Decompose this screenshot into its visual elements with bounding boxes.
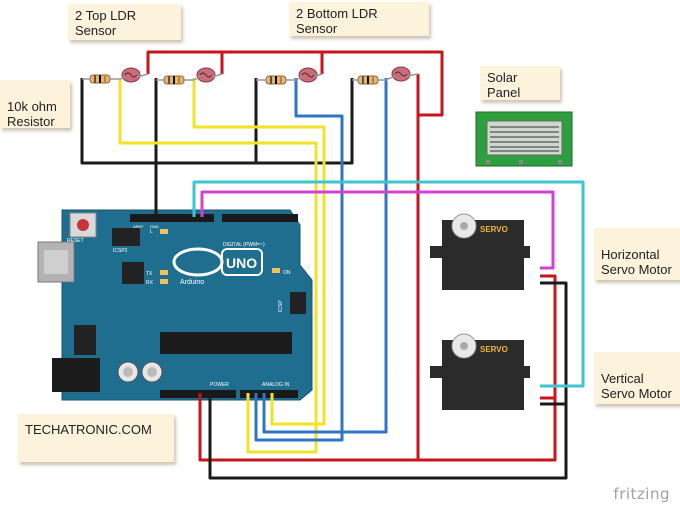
vertical-servo-note: Vertical Servo Motor bbox=[594, 352, 680, 404]
top-ldr-label: 2 Top LDR Sensor bbox=[75, 8, 137, 38]
resistor-4 bbox=[352, 75, 386, 85]
ldr-4 bbox=[385, 66, 419, 82]
vertical-servo: SERVO bbox=[430, 333, 530, 410]
black-wire-gnd-rail bbox=[80, 78, 354, 165]
ldr-3 bbox=[295, 67, 323, 83]
l-label: L bbox=[150, 229, 153, 235]
on-label: ON bbox=[283, 270, 291, 276]
reset-label: RESET bbox=[67, 238, 84, 244]
red-wire-board-5v bbox=[198, 393, 418, 462]
resistor-1 bbox=[82, 74, 120, 84]
horizontal-servo-label: Horizontal Servo Motor bbox=[601, 247, 672, 277]
arduino-brand-text: Arduino bbox=[180, 279, 204, 286]
fritzing-watermark: fritzing bbox=[613, 485, 670, 503]
resistor-3 bbox=[256, 75, 296, 85]
uno-logo-text: UNO bbox=[226, 255, 257, 271]
solar-panel-label: Solar Panel bbox=[487, 70, 521, 100]
solar-panel bbox=[475, 111, 573, 167]
resistor-note: 10k ohm Resistor bbox=[0, 80, 70, 129]
ldr-2 bbox=[193, 67, 223, 83]
digital-label: DIGITAL (PWM=~) bbox=[223, 242, 265, 248]
blue-wire-ldr-3 bbox=[254, 78, 344, 442]
ldr-1 bbox=[119, 67, 149, 83]
blue-wire-ldr-4 bbox=[262, 78, 388, 434]
yellow-wire-ldr-1 bbox=[118, 78, 318, 454]
icsp-label: ICSP bbox=[278, 300, 284, 312]
yellow-wire-ldr-2 bbox=[192, 78, 326, 426]
resistor-2 bbox=[156, 75, 194, 85]
top-ldr-note: 2 Top LDR Sensor bbox=[68, 4, 181, 40]
power-label: POWER bbox=[210, 382, 229, 388]
horizontal-servo-note: Horizontal Servo Motor bbox=[594, 228, 680, 280]
arduino-uno-board: RESET ICSP2 UNO Arduino DIGITAL (PWM=~) … bbox=[37, 209, 313, 401]
site-label: TECHATRONIC.COM bbox=[25, 422, 152, 437]
analog-label: ANALOG IN bbox=[262, 382, 290, 388]
horizontal-servo-brand: SERVO bbox=[480, 225, 508, 234]
resistor-label: 10k ohm Resistor bbox=[7, 99, 57, 129]
vertical-servo-label: Vertical Servo Motor bbox=[601, 371, 672, 401]
red-wire-servo-h bbox=[540, 274, 557, 398]
aref-label: AREF bbox=[133, 224, 144, 229]
tx-label: TX bbox=[146, 271, 153, 277]
wires bbox=[80, 50, 585, 480]
rx-label: RX bbox=[146, 280, 154, 286]
magenta-wire-servo-h bbox=[200, 190, 555, 270]
vertical-servo-brand: SERVO bbox=[480, 345, 508, 354]
ldr-array bbox=[82, 66, 419, 85]
horizontal-servo: SERVO bbox=[430, 213, 530, 290]
cyan-wire-servo-v bbox=[192, 180, 585, 388]
black-wire-servo bbox=[208, 281, 568, 480]
bottom-ldr-label: 2 Bottom LDR Sensor bbox=[296, 6, 378, 36]
solar-panel-note: Solar Panel bbox=[480, 66, 560, 100]
bottom-ldr-note: 2 Bottom LDR Sensor bbox=[289, 2, 429, 36]
gnd-label: GND bbox=[150, 224, 159, 229]
icsp2-label: ICSP2 bbox=[113, 248, 128, 254]
site-note: TECHATRONIC.COM bbox=[18, 414, 174, 462]
